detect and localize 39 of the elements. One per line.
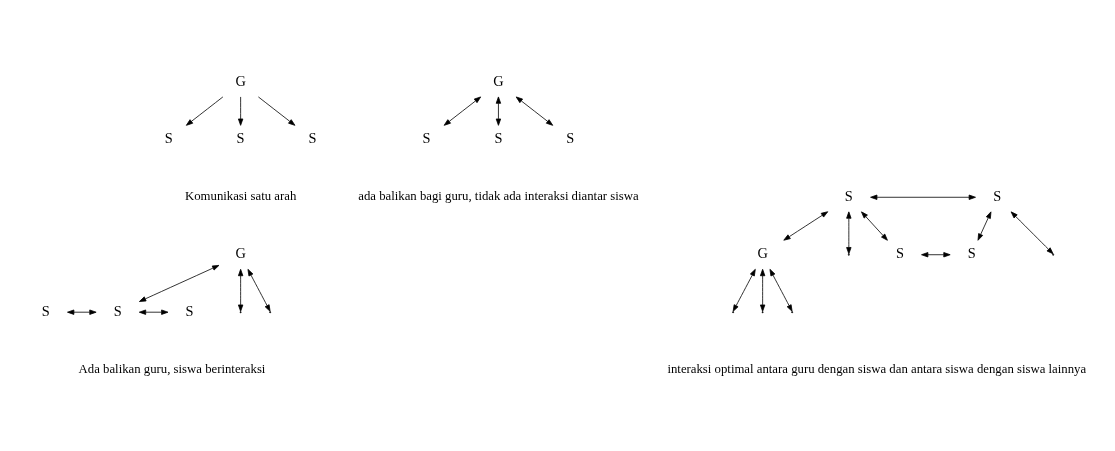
arrow — [258, 96, 296, 126]
node-text: S — [113, 302, 122, 319]
node-text: S — [185, 302, 194, 319]
arrow — [977, 210, 992, 241]
arrow — [185, 96, 224, 126]
arrow — [139, 264, 220, 302]
node-text: S — [308, 129, 317, 146]
node-text: G — [493, 72, 504, 89]
arrow — [783, 210, 829, 241]
label: Ada balikan guru, siswa berinteraksi — [78, 361, 266, 376]
arrow — [921, 251, 951, 257]
node-text: S — [164, 129, 173, 146]
node-text: S — [422, 129, 431, 146]
arrow — [443, 96, 482, 126]
node-text: S — [566, 129, 575, 146]
arrow — [238, 96, 244, 126]
node-text: G — [757, 244, 768, 261]
node-text: G — [235, 72, 246, 89]
label: Komunikasi satu arah — [184, 188, 297, 203]
node-text: S — [993, 187, 1002, 204]
arrow — [515, 96, 554, 126]
node-text: G — [235, 244, 246, 261]
arrow — [870, 194, 976, 200]
label: ada balikan bagi guru, tidak ada interaksi diantar siswa — [358, 188, 639, 203]
arrow — [238, 268, 244, 312]
arrow — [67, 309, 97, 315]
node-text: S — [844, 187, 853, 204]
arrow — [138, 309, 169, 315]
arrow — [846, 210, 852, 254]
arrow — [1010, 210, 1054, 254]
node-text: S — [967, 244, 976, 261]
node-text: S — [494, 129, 503, 146]
node-text: S — [236, 129, 245, 146]
arrow — [760, 268, 766, 312]
arrow — [495, 96, 502, 126]
node-text: S — [41, 302, 50, 319]
label: interaksi optimal antara guru dengan siswa dan antara siswa dengan siswa lainnya — [667, 361, 1087, 376]
node-text: S — [895, 244, 904, 261]
arrow — [861, 210, 888, 241]
